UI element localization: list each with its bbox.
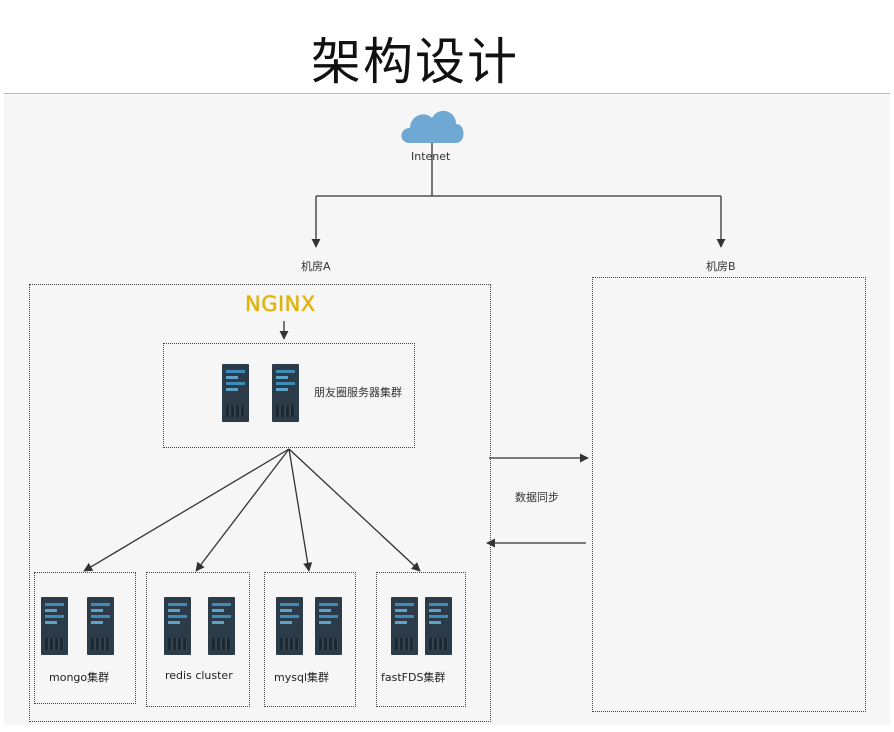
- title-divider: [4, 93, 890, 94]
- server-icon: [164, 597, 191, 655]
- server-icon: [276, 597, 303, 655]
- server-icon: [87, 597, 114, 655]
- server-icon: [208, 597, 235, 655]
- moments-cluster-box: [163, 343, 415, 448]
- server-icon: [222, 364, 249, 422]
- mysql-cluster-box: [264, 572, 356, 707]
- server-icon: [391, 597, 418, 655]
- room-b-box: [592, 277, 866, 712]
- room-a-box: [29, 284, 491, 722]
- page-title: 架构设计: [311, 33, 519, 91]
- server-icon: [315, 597, 342, 655]
- redis-cluster-box: [146, 572, 250, 707]
- fastfds-cluster-label: fastFDS集群: [381, 671, 446, 684]
- room-b-label: 机房B: [706, 260, 736, 273]
- server-icon: [272, 364, 299, 422]
- fastfds-cluster-box: [376, 572, 466, 707]
- mysql-cluster-label: mysql集群: [274, 671, 329, 684]
- internet-label: Intenet: [411, 150, 451, 163]
- redis-cluster-label: redis cluster: [165, 669, 233, 682]
- moments-cluster-label: 朋友圈服务器集群: [314, 386, 402, 399]
- mongo-cluster-box: [34, 572, 136, 704]
- mongo-cluster-label: mongo集群: [49, 671, 110, 684]
- data-sync-label: 数据同步: [515, 491, 559, 504]
- room-a-label: 机房A: [301, 260, 331, 273]
- server-icon: [41, 597, 68, 655]
- nginx-label: NGINX: [245, 292, 316, 316]
- server-icon: [425, 597, 452, 655]
